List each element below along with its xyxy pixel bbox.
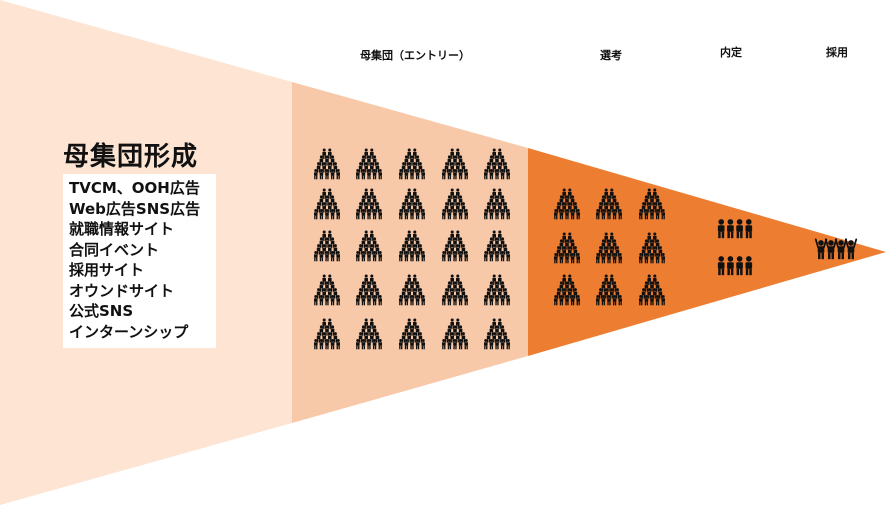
person-group-icon [717,219,753,239]
stage-label-hire: 採用 [826,46,848,59]
channel-item: TVCM、OOH広告 [69,179,200,197]
people-pyramid-icon [595,232,623,264]
people-pyramid-icon [313,230,341,262]
people-pyramid-icon [355,274,383,306]
people-pyramid-icon [441,148,469,180]
people-pyramid-icon [638,188,666,220]
people-pyramid-icon [313,318,341,350]
channel-item: インターンシップ [69,322,189,341]
people-pyramid-icon [313,188,341,220]
people-pyramid-icon [313,148,341,180]
people-pyramid-icon [483,230,511,262]
people-pyramid-icon [313,274,341,306]
cheering-group-icon [814,238,858,260]
people-pyramid-icon [483,274,511,306]
people-pyramid-icon [441,230,469,262]
people-pyramid-icon [398,148,426,180]
channel-item: 公式SNS [69,302,134,320]
people-pyramid-icon [595,274,623,306]
people-pyramid-icon [398,188,426,220]
stage-label-entry: 母集団（エントリー） [360,49,470,62]
people-pyramid-icon [441,274,469,306]
people-pyramid-icon [638,232,666,264]
people-pyramid-icon [441,318,469,350]
funnel-selection-region [528,148,886,356]
main-title: 母集団形成 [63,142,199,172]
people-pyramid-icon [355,230,383,262]
people-pyramid-icon [441,188,469,220]
people-pyramid-icon [398,318,426,350]
people-pyramid-icon [595,188,623,220]
people-pyramid-icon [483,148,511,180]
people-pyramid-icon [553,188,581,220]
people-pyramid-icon [553,232,581,264]
people-icons-layer [313,148,858,350]
people-pyramid-icon [483,188,511,220]
stage-label-selection: 選考 [600,49,622,62]
people-pyramid-icon [355,188,383,220]
people-pyramid-icon [398,230,426,262]
channel-item: オウンドサイト [69,281,175,300]
channel-item: 採用サイト [69,261,145,279]
channel-item: 就職情報サイト [69,220,175,238]
people-pyramid-icon [355,318,383,350]
people-pyramid-icon [483,318,511,350]
people-pyramid-icon [553,274,581,306]
people-pyramid-icon [398,274,426,306]
people-pyramid-icon [638,274,666,306]
people-pyramid-icon [355,148,383,180]
channel-item: 合同イベント [69,240,160,259]
channel-item: Web広告SNS広告 [69,199,201,218]
channel-list: TVCM、OOH広告 Web広告SNS広告 就職情報サイト 合同イベント 採用サ… [63,174,216,348]
person-group-icon [717,256,753,276]
stage-label-offer: 内定 [720,46,742,59]
